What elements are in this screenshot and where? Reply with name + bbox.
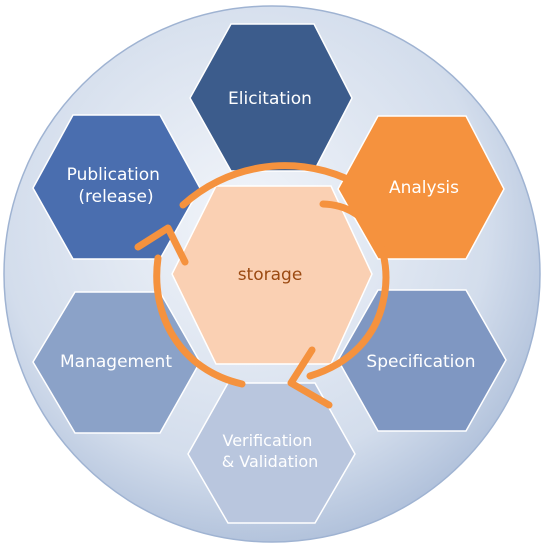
hexagon-specification: Specification [337, 289, 507, 432]
hexagon-label-line: (release) [78, 187, 153, 207]
hexagon-specification-label: Specification [366, 352, 475, 372]
cycle-arrowhead-left [134, 224, 189, 266]
hexagon-label-line: Publication [67, 165, 160, 185]
hexagon-analysis-shape [337, 115, 505, 260]
hexagon-elicitation-label: Elicitation [228, 89, 312, 109]
hexagon-label-line: Verification [223, 431, 313, 450]
cycle-arrow-arc-right [306, 200, 390, 380]
hexagon-label-line: Management [60, 352, 172, 372]
hexagon-analysis-label: Analysis [389, 178, 459, 198]
hexagon-analysis: Analysis [337, 115, 505, 260]
center-label: storage [238, 265, 303, 285]
hexagon-verification-label: Verification & Validation [222, 431, 319, 471]
hexagon-verification-shape [187, 382, 356, 524]
cycle-arrows [134, 162, 390, 409]
hexagon-label-line: Analysis [389, 178, 459, 198]
hexagon-publication-label: Publication (release) [67, 165, 166, 207]
hexagon-management: Management [32, 291, 201, 434]
hexagon-label-line: Elicitation [228, 89, 312, 109]
hexagon-management-label: Management [60, 352, 172, 372]
cycle-arrow-arc-top [179, 162, 349, 209]
hexagon-center-storage: storage [171, 185, 373, 365]
hexagon-verification: Verification & Validation [187, 382, 356, 524]
hexagon-label-line: Specification [366, 352, 475, 372]
cycle-arrow-arc-left [153, 254, 246, 388]
hexagon-publication: Publication (release) [32, 114, 201, 260]
hexagon-label-line: & Validation [222, 452, 319, 471]
cycle-arrowhead-bottom [287, 346, 333, 409]
